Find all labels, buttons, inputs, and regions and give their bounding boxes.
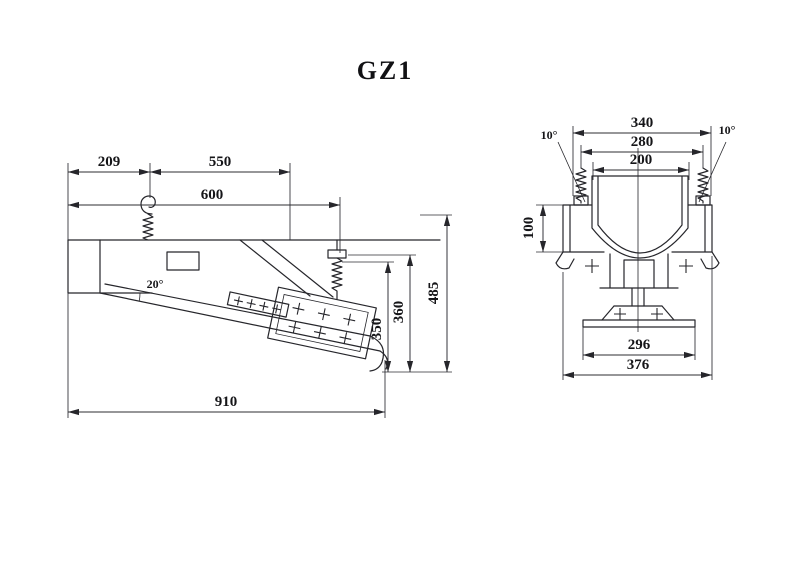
discharge-spout-outer bbox=[379, 350, 389, 370]
vibrator-inner-outline bbox=[275, 294, 369, 352]
end-view: 340 280 200 100 296 376 10° 10° bbox=[521, 115, 736, 380]
hopper-outline bbox=[99, 239, 334, 298]
frame-outline bbox=[562, 204, 713, 253]
suspension-spring-rear bbox=[331, 257, 343, 300]
bolt-cross bbox=[292, 302, 305, 315]
dim-label-485: 485 bbox=[426, 282, 442, 305]
trough-bottom-line bbox=[99, 292, 381, 352]
bolt-cross bbox=[585, 259, 599, 273]
incline-angle-label: 20° bbox=[147, 277, 164, 291]
dim-label-350: 350 bbox=[369, 318, 385, 341]
corner-foot-right bbox=[700, 251, 720, 270]
incline-angle-arc bbox=[138, 292, 141, 302]
trough-section-outline bbox=[591, 175, 689, 259]
spring-axis-right bbox=[698, 141, 727, 203]
bolt-cross bbox=[343, 313, 356, 326]
bolt-cross bbox=[259, 301, 269, 311]
dim-label-910: 910 bbox=[215, 394, 238, 410]
bolt-cross bbox=[339, 332, 352, 345]
bolt-cross bbox=[317, 308, 330, 321]
trough-flange-strip bbox=[226, 291, 290, 318]
dim-label-296: 296 bbox=[628, 337, 651, 353]
bolt-cross bbox=[233, 296, 243, 306]
bolt-cross bbox=[679, 259, 693, 273]
bolt-cross bbox=[614, 308, 626, 320]
vibrator-outer-outline bbox=[267, 286, 377, 360]
spring-axis-left bbox=[557, 141, 586, 203]
bolt-cross bbox=[313, 326, 326, 339]
drawing-title: GZ1 bbox=[357, 56, 414, 85]
dim-label-550: 550 bbox=[209, 154, 232, 170]
vibrator-box bbox=[267, 286, 377, 360]
dim-label-600: 600 bbox=[201, 187, 224, 203]
dim-label-376: 376 bbox=[627, 357, 650, 373]
discharge-spout-inner bbox=[369, 335, 385, 372]
dim-label-209: 209 bbox=[98, 154, 121, 170]
dim-label-340: 340 bbox=[631, 115, 654, 131]
inspection-window bbox=[166, 251, 200, 271]
bolt-cross bbox=[651, 308, 663, 320]
spring-angle-label-right: 10° bbox=[719, 123, 736, 137]
dim-label-280: 280 bbox=[631, 134, 654, 150]
body-left-edge bbox=[67, 239, 153, 294]
dim-label-360: 360 bbox=[391, 301, 407, 324]
base-plate-outline bbox=[582, 319, 696, 328]
corner-foot-left bbox=[555, 251, 575, 270]
spring-left bbox=[575, 167, 587, 204]
spring-angle-label-left: 10° bbox=[541, 128, 558, 142]
bolt-cross bbox=[246, 299, 256, 309]
flange-strip-outline bbox=[226, 291, 290, 318]
side-view: 209 550 600 910 485 360 350 20° bbox=[67, 154, 452, 418]
rear-spring-bracket bbox=[327, 249, 347, 259]
magnet-housing-outline bbox=[599, 253, 679, 307]
trough-top-line bbox=[104, 283, 371, 337]
lower-bracket-outline bbox=[601, 305, 675, 321]
suspension-spring-front bbox=[142, 213, 154, 241]
bolt-cross bbox=[288, 321, 301, 334]
side-extension-lines bbox=[67, 163, 452, 418]
spring-right bbox=[697, 167, 709, 204]
dim-label-200: 200 bbox=[630, 152, 653, 168]
dim-label-100: 100 bbox=[521, 217, 537, 240]
